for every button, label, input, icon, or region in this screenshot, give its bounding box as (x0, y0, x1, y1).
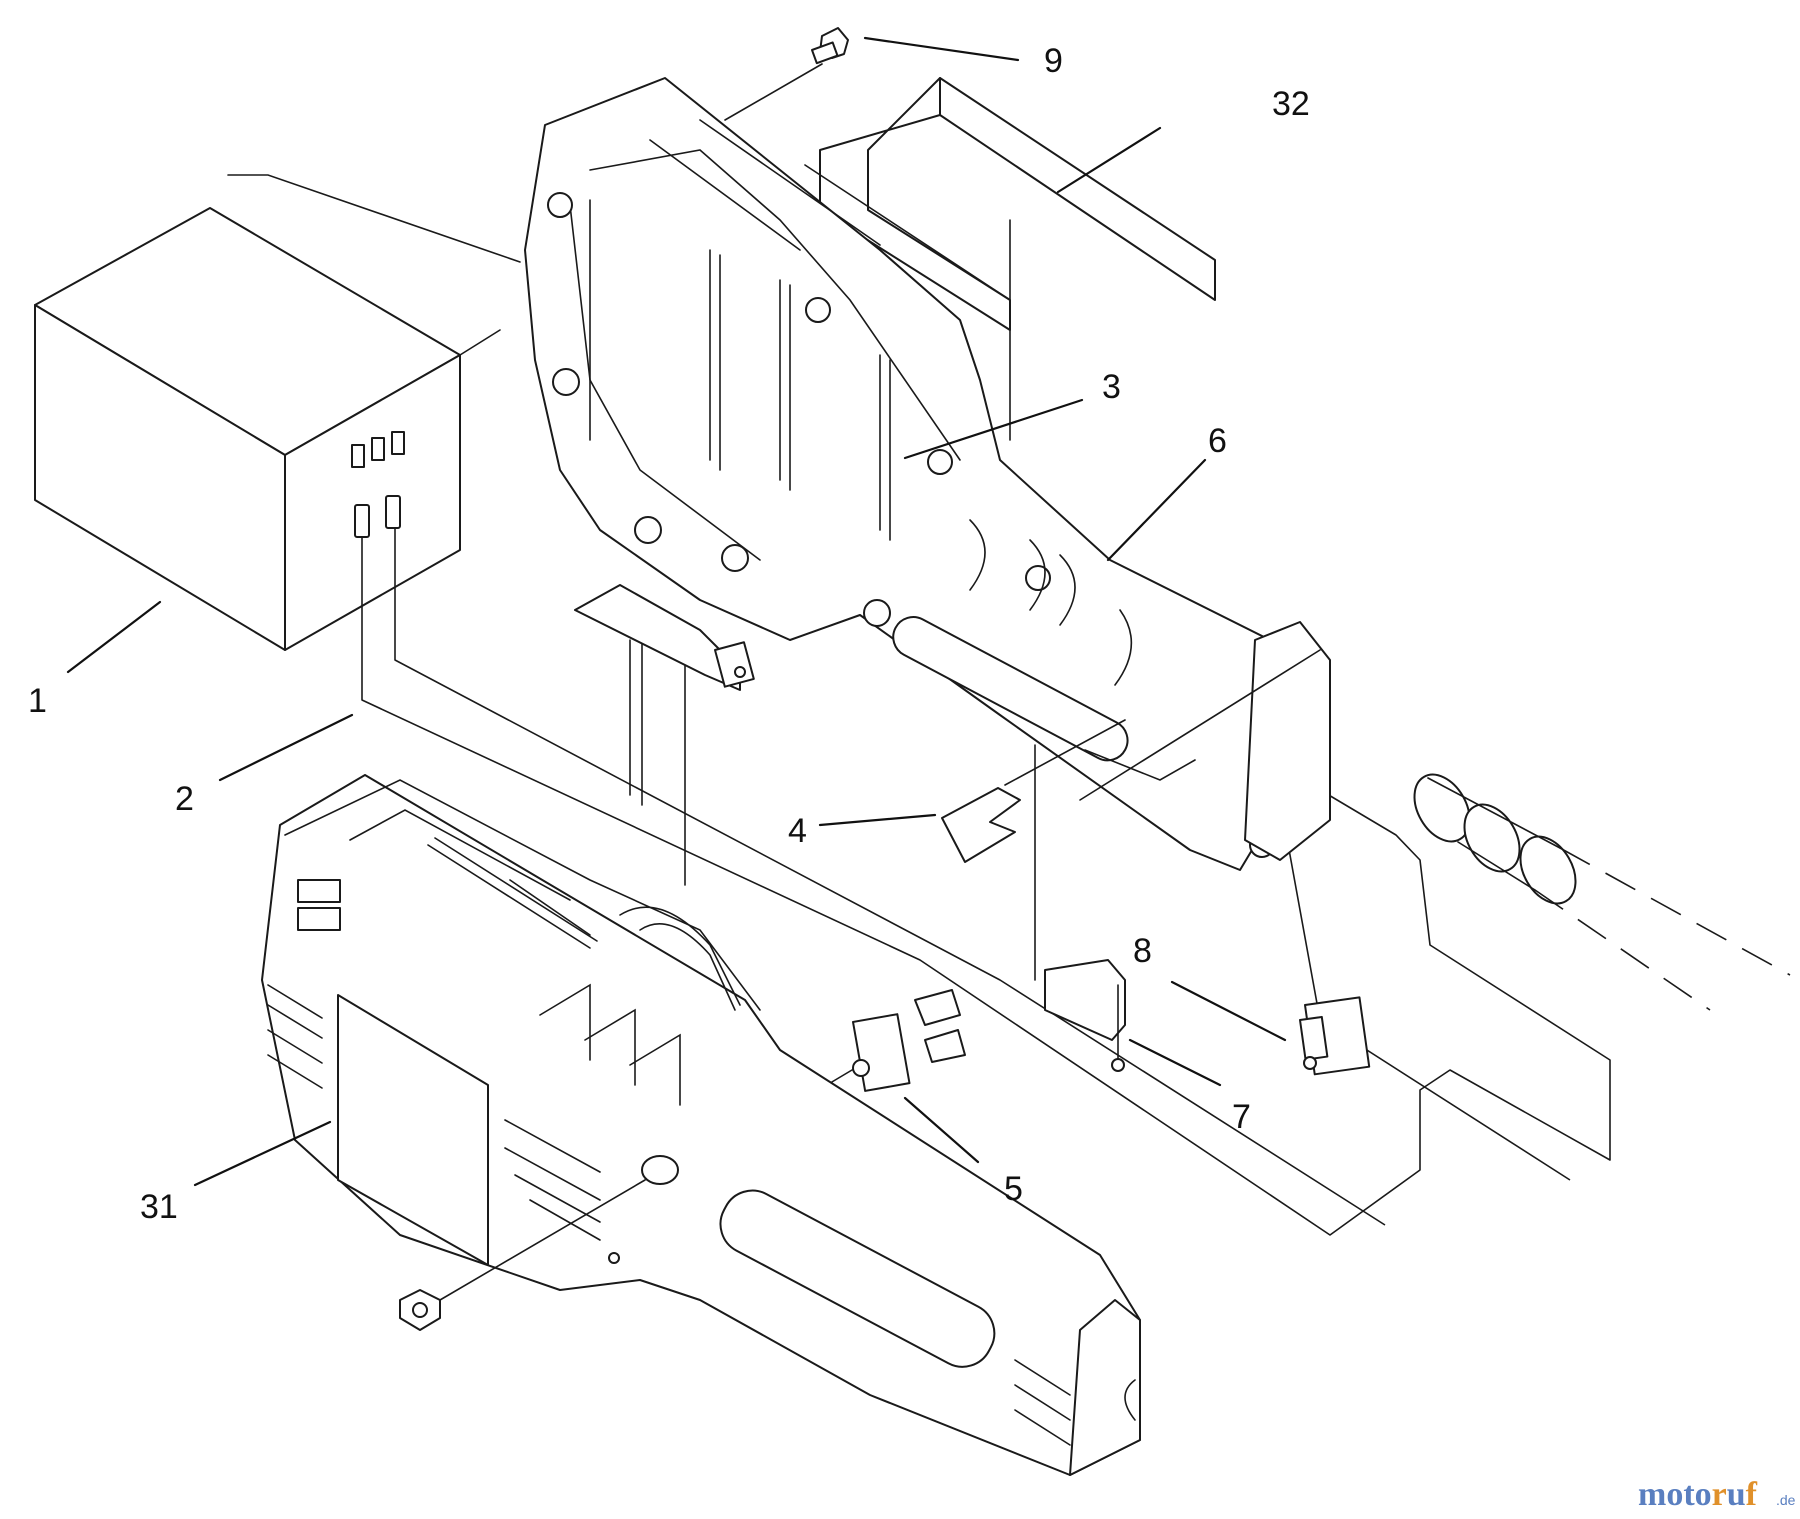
motor-tube (1413, 773, 1791, 1011)
part-8-connector (1299, 996, 1371, 1076)
svg-text:motoruf: motoruf (1638, 1476, 1758, 1513)
leader-6 (1106, 458, 1207, 562)
callout-2: 2 (175, 780, 194, 818)
callout-1: 1 (28, 682, 47, 720)
leader-lines (66, 36, 1287, 1187)
leader-2 (218, 713, 354, 782)
callout-6: 6 (1208, 422, 1227, 460)
callout-4: 4 (788, 812, 807, 850)
leader-5 (903, 1096, 980, 1164)
callout-8: 8 (1133, 932, 1152, 970)
part-32-insert (804, 77, 1216, 441)
svg-text:.de: .de (1776, 1492, 1796, 1508)
part-9-screw (724, 27, 849, 121)
part-4-clip (941, 719, 1126, 863)
part-5-switch-block (804, 989, 966, 1099)
part-6-upper-housing (524, 77, 1331, 871)
leader-1 (66, 600, 162, 674)
callout-5: 5 (1004, 1170, 1023, 1208)
callout-7: 7 (1232, 1098, 1251, 1136)
leader-4 (818, 813, 937, 827)
leader-9 (863, 36, 1020, 62)
part-1-battery (34, 174, 521, 651)
part-3-switch (574, 584, 755, 691)
leader-32 (1056, 126, 1162, 194)
callout-labels: 9 32 3 6 1 2 4 8 7 5 31 (28, 42, 1310, 1226)
callout-3: 3 (1102, 368, 1121, 406)
part-7-bracket (1034, 744, 1126, 1072)
leader-31 (193, 1120, 332, 1187)
part-31-lower-housing (261, 774, 1141, 1476)
watermark-logo: motoruf .de (1638, 1476, 1796, 1513)
callout-31: 31 (140, 1188, 178, 1226)
leader-3 (903, 398, 1084, 460)
leader-8 (1170, 980, 1287, 1042)
callout-32: 32 (1272, 85, 1310, 123)
leader-7 (1128, 1038, 1222, 1087)
callout-9: 9 (1044, 42, 1063, 80)
